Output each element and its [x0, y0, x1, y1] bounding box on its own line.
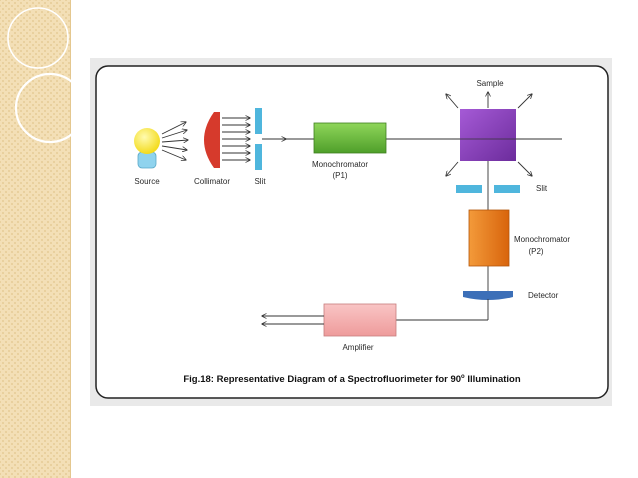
sample-cell	[460, 109, 516, 161]
label-amplifier: Amplifier	[342, 343, 373, 352]
deco-circle-bottom	[14, 72, 86, 144]
source-lamp	[134, 128, 160, 169]
label-slit-1: Slit	[254, 177, 266, 186]
amplifier	[323, 303, 397, 337]
ray-1	[161, 122, 186, 135]
figure-caption: Fig.18: Representative Diagram of a Spec…	[183, 374, 521, 385]
label-collimator: Collimator	[194, 177, 230, 186]
decorative-side-strip	[0, 0, 71, 478]
scatter-arrow-lr	[517, 161, 532, 176]
ray-2	[161, 130, 187, 139]
caption-prefix: Fig.18:	[183, 374, 214, 385]
slit-2-right	[494, 185, 520, 193]
label-mono2-line1: Monochromator	[514, 235, 570, 244]
scatter-arrow-ur	[517, 94, 532, 109]
label-mono1-line2: (P1)	[332, 171, 347, 180]
collimated-rays	[222, 118, 250, 160]
source-bulb	[134, 128, 160, 154]
label-slit-2: Slit	[536, 184, 548, 193]
caption-text: Representative Diagram of a Spectrofluor…	[214, 374, 461, 385]
scatter-arrow-ll	[446, 161, 459, 176]
decorative-circles	[7, 7, 86, 144]
monochromator-p1	[313, 122, 387, 154]
slit-1-lower	[255, 144, 262, 170]
source-base	[137, 151, 157, 169]
label-detector: Detector	[528, 291, 559, 300]
slit-1	[255, 108, 262, 170]
scatter-arrow-ul	[446, 94, 459, 109]
caption-suffix: Illumination	[465, 374, 521, 385]
ray-3	[161, 140, 188, 142]
detector	[463, 291, 513, 300]
ray-4	[161, 145, 187, 150]
ray-5	[161, 149, 186, 160]
slit-1-upper	[255, 108, 262, 134]
collimator-lens	[204, 112, 220, 168]
slit-2-left	[456, 185, 482, 193]
label-mono2-line2: (P2)	[528, 247, 543, 256]
caption-superscript: o	[461, 374, 465, 380]
deco-circle-top	[7, 7, 69, 69]
label-source: Source	[134, 177, 160, 186]
label-sample: Sample	[476, 79, 504, 88]
sample-arrows	[446, 92, 532, 176]
spectrofluorimeter-figure: Source Collimator Slit Monochromator (P1…	[90, 58, 612, 406]
label-mono1-line1: Monochromator	[312, 160, 368, 169]
source-rays	[161, 122, 188, 160]
slit-2	[456, 185, 520, 193]
monochromator-p2	[468, 209, 510, 267]
